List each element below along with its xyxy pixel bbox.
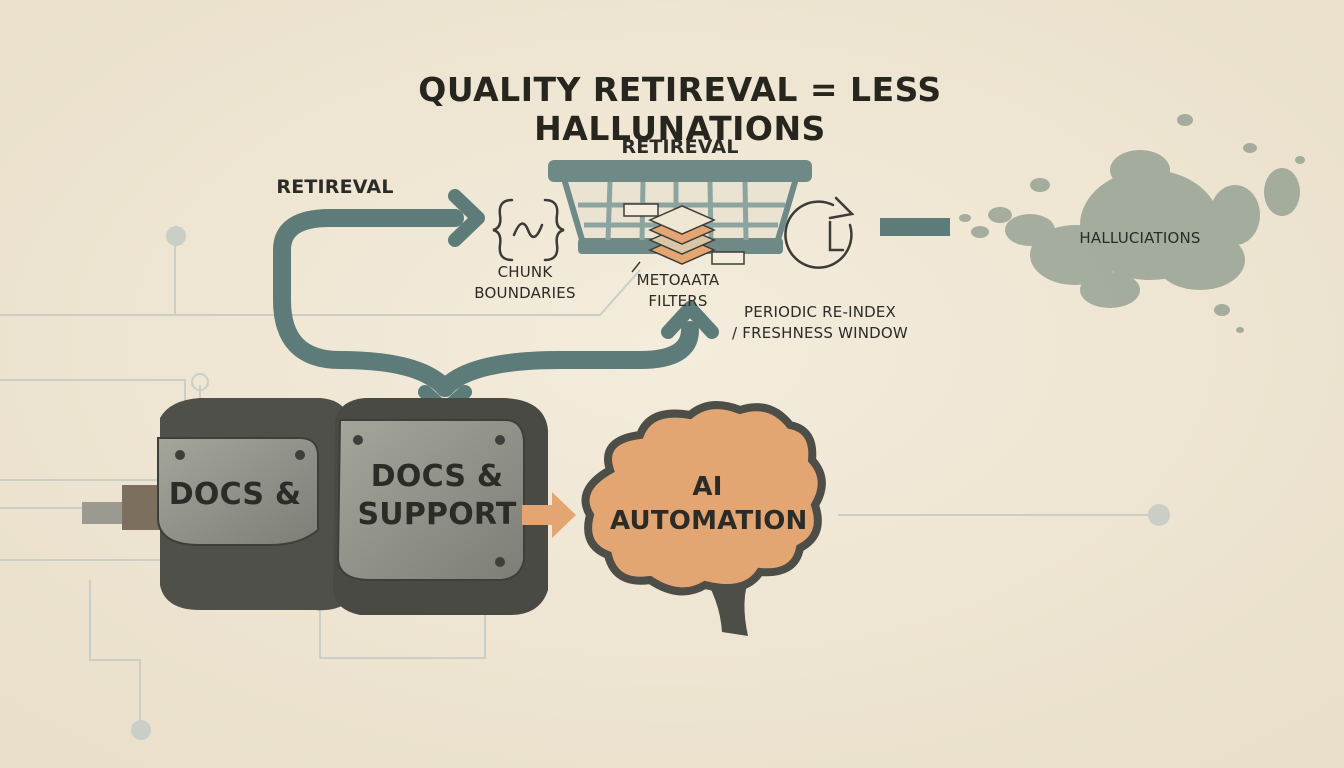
docs-back-label: DOCS & xyxy=(168,477,302,512)
flow-bar xyxy=(880,218,950,236)
circuit-nodes xyxy=(131,226,1170,740)
brain-shape xyxy=(581,401,826,636)
hallucination-splatter xyxy=(959,114,1305,333)
retrieval-left-label: RETIREVAL xyxy=(276,176,394,198)
chunk-line-2: BOUNDARIES xyxy=(474,284,576,302)
ai-line-1: AI xyxy=(692,472,723,502)
metadata-line-2: FILTERS xyxy=(648,292,708,310)
page-title: QUALITY RETIREVAL = LESS HALLUNATIONS xyxy=(418,70,942,148)
orange-arrow xyxy=(522,492,576,538)
docs-support-label: DOCS & SUPPORT xyxy=(352,458,522,534)
ai-automation-label: AI AUTOMATION xyxy=(610,470,808,538)
chunk-boundaries-label: CHUNK BOUNDARIES xyxy=(470,262,580,304)
metadata-filters-label: METOAATA FILTERS xyxy=(618,270,738,312)
ai-line-2: AUTOMATION xyxy=(610,506,808,536)
metadata-line-1: METOAATA xyxy=(636,271,720,289)
retrieval-top-label: RETIREVAL xyxy=(621,136,739,158)
stacked-layers-icon xyxy=(623,203,745,265)
reindex-line-1: PERIODIC RE-INDEX xyxy=(743,303,897,321)
docs-back-box xyxy=(82,398,352,611)
docs-front-line-1: DOCS & xyxy=(370,459,504,494)
reindex-label: PERIODIC RE-INDEX / FRESHNESS WINDOW xyxy=(730,302,910,344)
hallucinations-label: HALLUCIATIONS xyxy=(1079,229,1201,247)
clock-refresh-icon xyxy=(784,196,855,269)
reindex-line-2: / FRESHNESS WINDOW xyxy=(732,324,908,342)
docs-support-box xyxy=(333,398,548,615)
curly-braces-icon xyxy=(492,198,565,262)
chunk-line-1: CHUNK xyxy=(497,263,553,281)
docs-front-line-2: SUPPORT xyxy=(357,497,517,532)
metadata-leader xyxy=(631,261,641,273)
flow-arrows xyxy=(273,209,699,397)
